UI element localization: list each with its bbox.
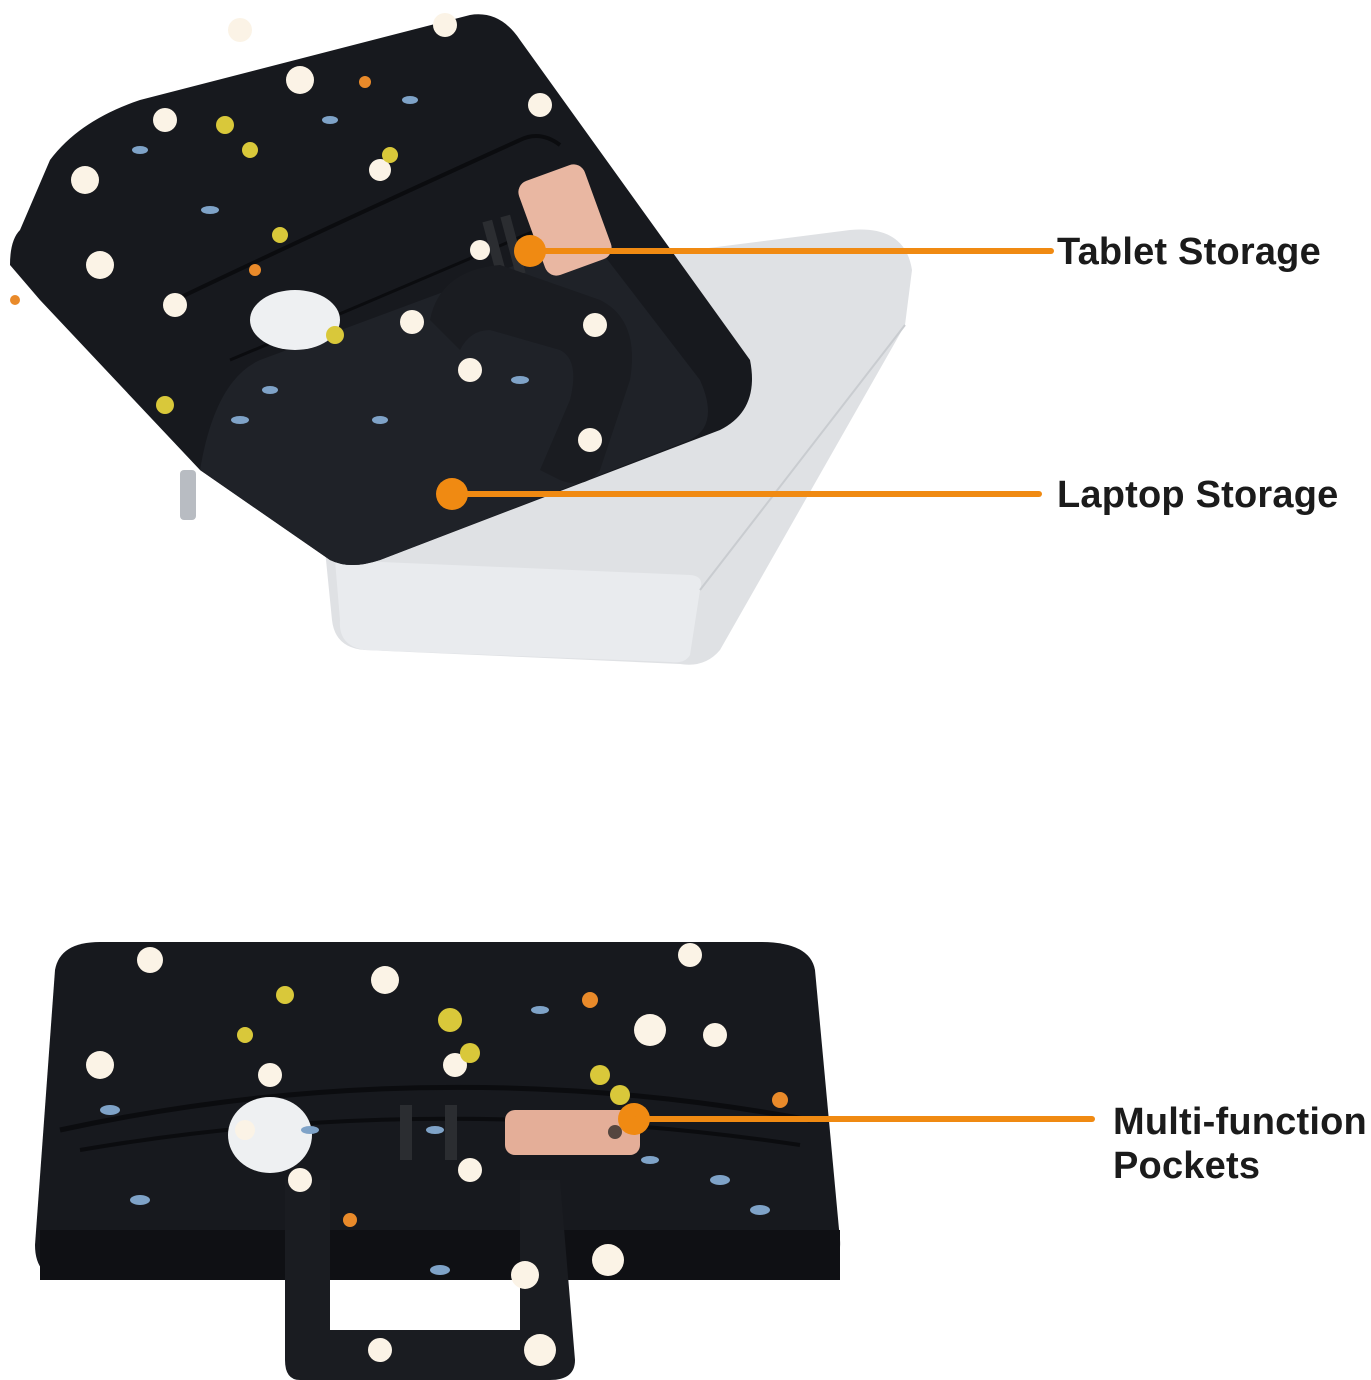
- callout-line: [634, 1116, 1095, 1122]
- laptop-storage-label: Laptop Storage: [1057, 474, 1339, 516]
- floral-pattern: [10, 13, 607, 452]
- tablet-storage-label: Tablet Storage: [1057, 231, 1321, 273]
- bag-body: [35, 942, 841, 1380]
- floral-laptop-bag-front-view: [35, 942, 841, 1380]
- bag-body: [10, 14, 752, 566]
- callout-line: [530, 248, 1054, 254]
- label-line-1: Multi-function: [1113, 1101, 1367, 1143]
- floral-laptop-bag-open-view: [10, 13, 912, 665]
- floral-pattern: [86, 943, 788, 1366]
- label-line-2: Pockets: [1113, 1145, 1261, 1187]
- multi-function-pockets-label: Multi-function Pockets: [1113, 1100, 1367, 1188]
- callout-line: [452, 491, 1042, 497]
